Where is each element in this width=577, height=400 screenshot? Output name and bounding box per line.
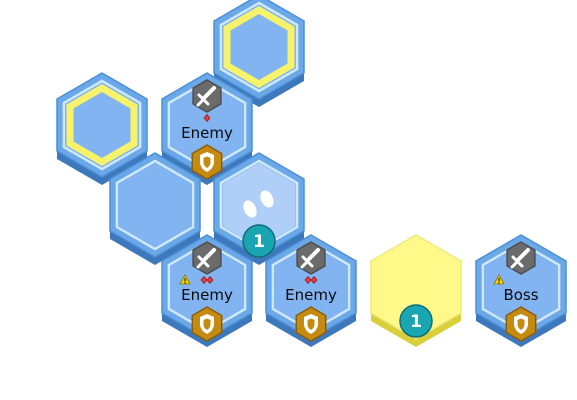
target-ring bbox=[66, 83, 138, 167]
sword-icon bbox=[192, 79, 222, 113]
tile-label: Boss bbox=[503, 286, 538, 304]
footsteps-icon bbox=[243, 190, 274, 218]
tile-label: Enemy bbox=[285, 286, 337, 304]
shield-icon bbox=[295, 306, 327, 342]
warning-icon bbox=[179, 274, 191, 285]
shield-icon bbox=[191, 306, 223, 342]
move-counter: 1 bbox=[242, 224, 276, 258]
hex-tile-boss[interactable]: Boss bbox=[475, 234, 567, 347]
sword-icon bbox=[296, 241, 326, 275]
target-ring bbox=[223, 5, 295, 89]
danger-pip bbox=[200, 276, 208, 284]
hex-tile-enemy-2[interactable]: Enemy bbox=[161, 234, 253, 347]
hex-tile-left-upper[interactable] bbox=[56, 72, 148, 185]
hex-tile-top[interactable] bbox=[213, 0, 305, 107]
danger-pip bbox=[310, 276, 318, 284]
danger-pip bbox=[304, 276, 312, 284]
hex-tile-player[interactable]: 1 bbox=[213, 152, 305, 265]
hex-tile-move-target[interactable]: 1 bbox=[370, 234, 462, 347]
danger-pip bbox=[203, 114, 211, 122]
hex-tile-enemy-1[interactable]: Enemy bbox=[161, 72, 253, 185]
move-counter: 1 bbox=[399, 304, 433, 338]
danger-pips bbox=[200, 276, 214, 284]
move-counter-value: 1 bbox=[253, 232, 265, 252]
sword-icon bbox=[192, 241, 222, 275]
danger-pips bbox=[304, 276, 318, 284]
sword-icon bbox=[506, 241, 536, 275]
danger-pips bbox=[203, 114, 211, 122]
move-counter-value: 1 bbox=[410, 312, 422, 332]
shield-icon bbox=[505, 306, 537, 342]
hex-tile-enemy-3[interactable]: Enemy bbox=[265, 234, 357, 347]
tile-label: Enemy bbox=[181, 286, 233, 304]
danger-pip bbox=[206, 276, 214, 284]
hex-tile-empty[interactable] bbox=[109, 152, 201, 265]
tile-label: Enemy bbox=[181, 124, 233, 142]
warning-icon bbox=[493, 274, 505, 285]
shield-icon bbox=[191, 144, 223, 180]
